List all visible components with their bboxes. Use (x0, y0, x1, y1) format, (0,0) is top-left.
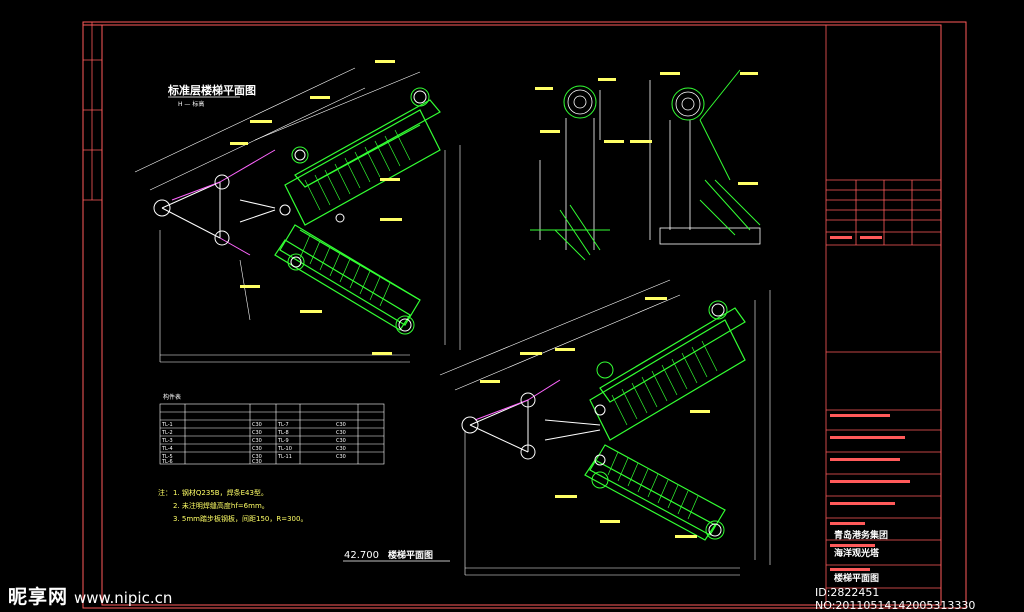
outer-frame (82, 21, 967, 609)
table-cell: TL-1 (161, 422, 173, 428)
component-table-cells: TL-1 C30 TL-7 C30 TL-2 C30 TL-8 C30 TL-3… (161, 422, 346, 465)
inner-frame (101, 24, 942, 606)
table-cell: TL-9 (277, 438, 289, 444)
watermark-brand-text: 昵享网 (8, 586, 69, 608)
left-binding-strip (83, 22, 102, 201)
table-cell: C30 (252, 438, 262, 444)
table-cell: TL-10 (277, 446, 292, 452)
table-cell: TL-11 (277, 454, 292, 460)
notes-prefix: 注： (158, 488, 172, 497)
plan-bottom-title: 楼梯平面图 (388, 549, 433, 561)
plan-bottom-level: 42.700 (344, 550, 379, 561)
table-cell: C30 (252, 430, 262, 436)
table-cell: TL-2 (161, 430, 173, 436)
table-cell: C30 (336, 422, 346, 428)
watermark-url: www.nipic.cn (74, 589, 173, 607)
table-cell: TL-8 (277, 430, 289, 436)
note-line-3: 3. 5mm踏步板钢板，间距150，R=300。 (173, 514, 307, 523)
title-block-client: 青岛港务集团 (834, 529, 888, 541)
table-cell: C30 (336, 454, 346, 460)
connection-detail-2 (649, 80, 761, 245)
table-cell: C30 (252, 459, 262, 465)
table-cell: TL-7 (277, 422, 289, 428)
stair-treads-upper (304, 129, 411, 211)
note-line-2: 2. 未注明焊缝高度hf=6mm。 (173, 501, 269, 510)
title-block-project: 海洋观光塔 (834, 547, 880, 559)
table-cell: C30 (336, 430, 346, 436)
table-cell: TL-5 (161, 454, 173, 460)
table-cell: C30 (252, 446, 262, 452)
title-block-small-text (830, 236, 910, 571)
table-cell: TL-4 (161, 446, 173, 452)
connection-detail-1 (539, 89, 601, 250)
title-block (825, 25, 941, 605)
table-cell: C30 (252, 422, 262, 428)
plan-bottom-right: 42.700 楼梯平面图 (343, 279, 771, 576)
table-cell: TL-6 (161, 459, 173, 465)
plan-top-title: 标准层楼梯平面图 (167, 83, 256, 97)
table-cell: TL-3 (161, 438, 173, 444)
plan-top-left: 标准层楼梯平面图 H — 标高 (134, 60, 461, 363)
title-block-drawing: 楼梯平面图 (834, 572, 879, 584)
watermark-brand: 昵享网 www.nipic.cn (8, 582, 172, 609)
table-cell: C30 (336, 446, 346, 452)
plan-top-note: H — 标高 (178, 100, 204, 108)
table-cell: C30 (336, 438, 346, 444)
note-line-1: 1. 钢材Q235B，焊条E43型。 (173, 488, 268, 497)
watermark-id: ID:2822451 NO:20110514142005313330 (815, 586, 976, 612)
stair-treads-lower (299, 234, 391, 307)
table-cell: C30 (252, 454, 262, 460)
component-table-title: 构件表 (163, 393, 181, 401)
component-table (159, 403, 385, 465)
